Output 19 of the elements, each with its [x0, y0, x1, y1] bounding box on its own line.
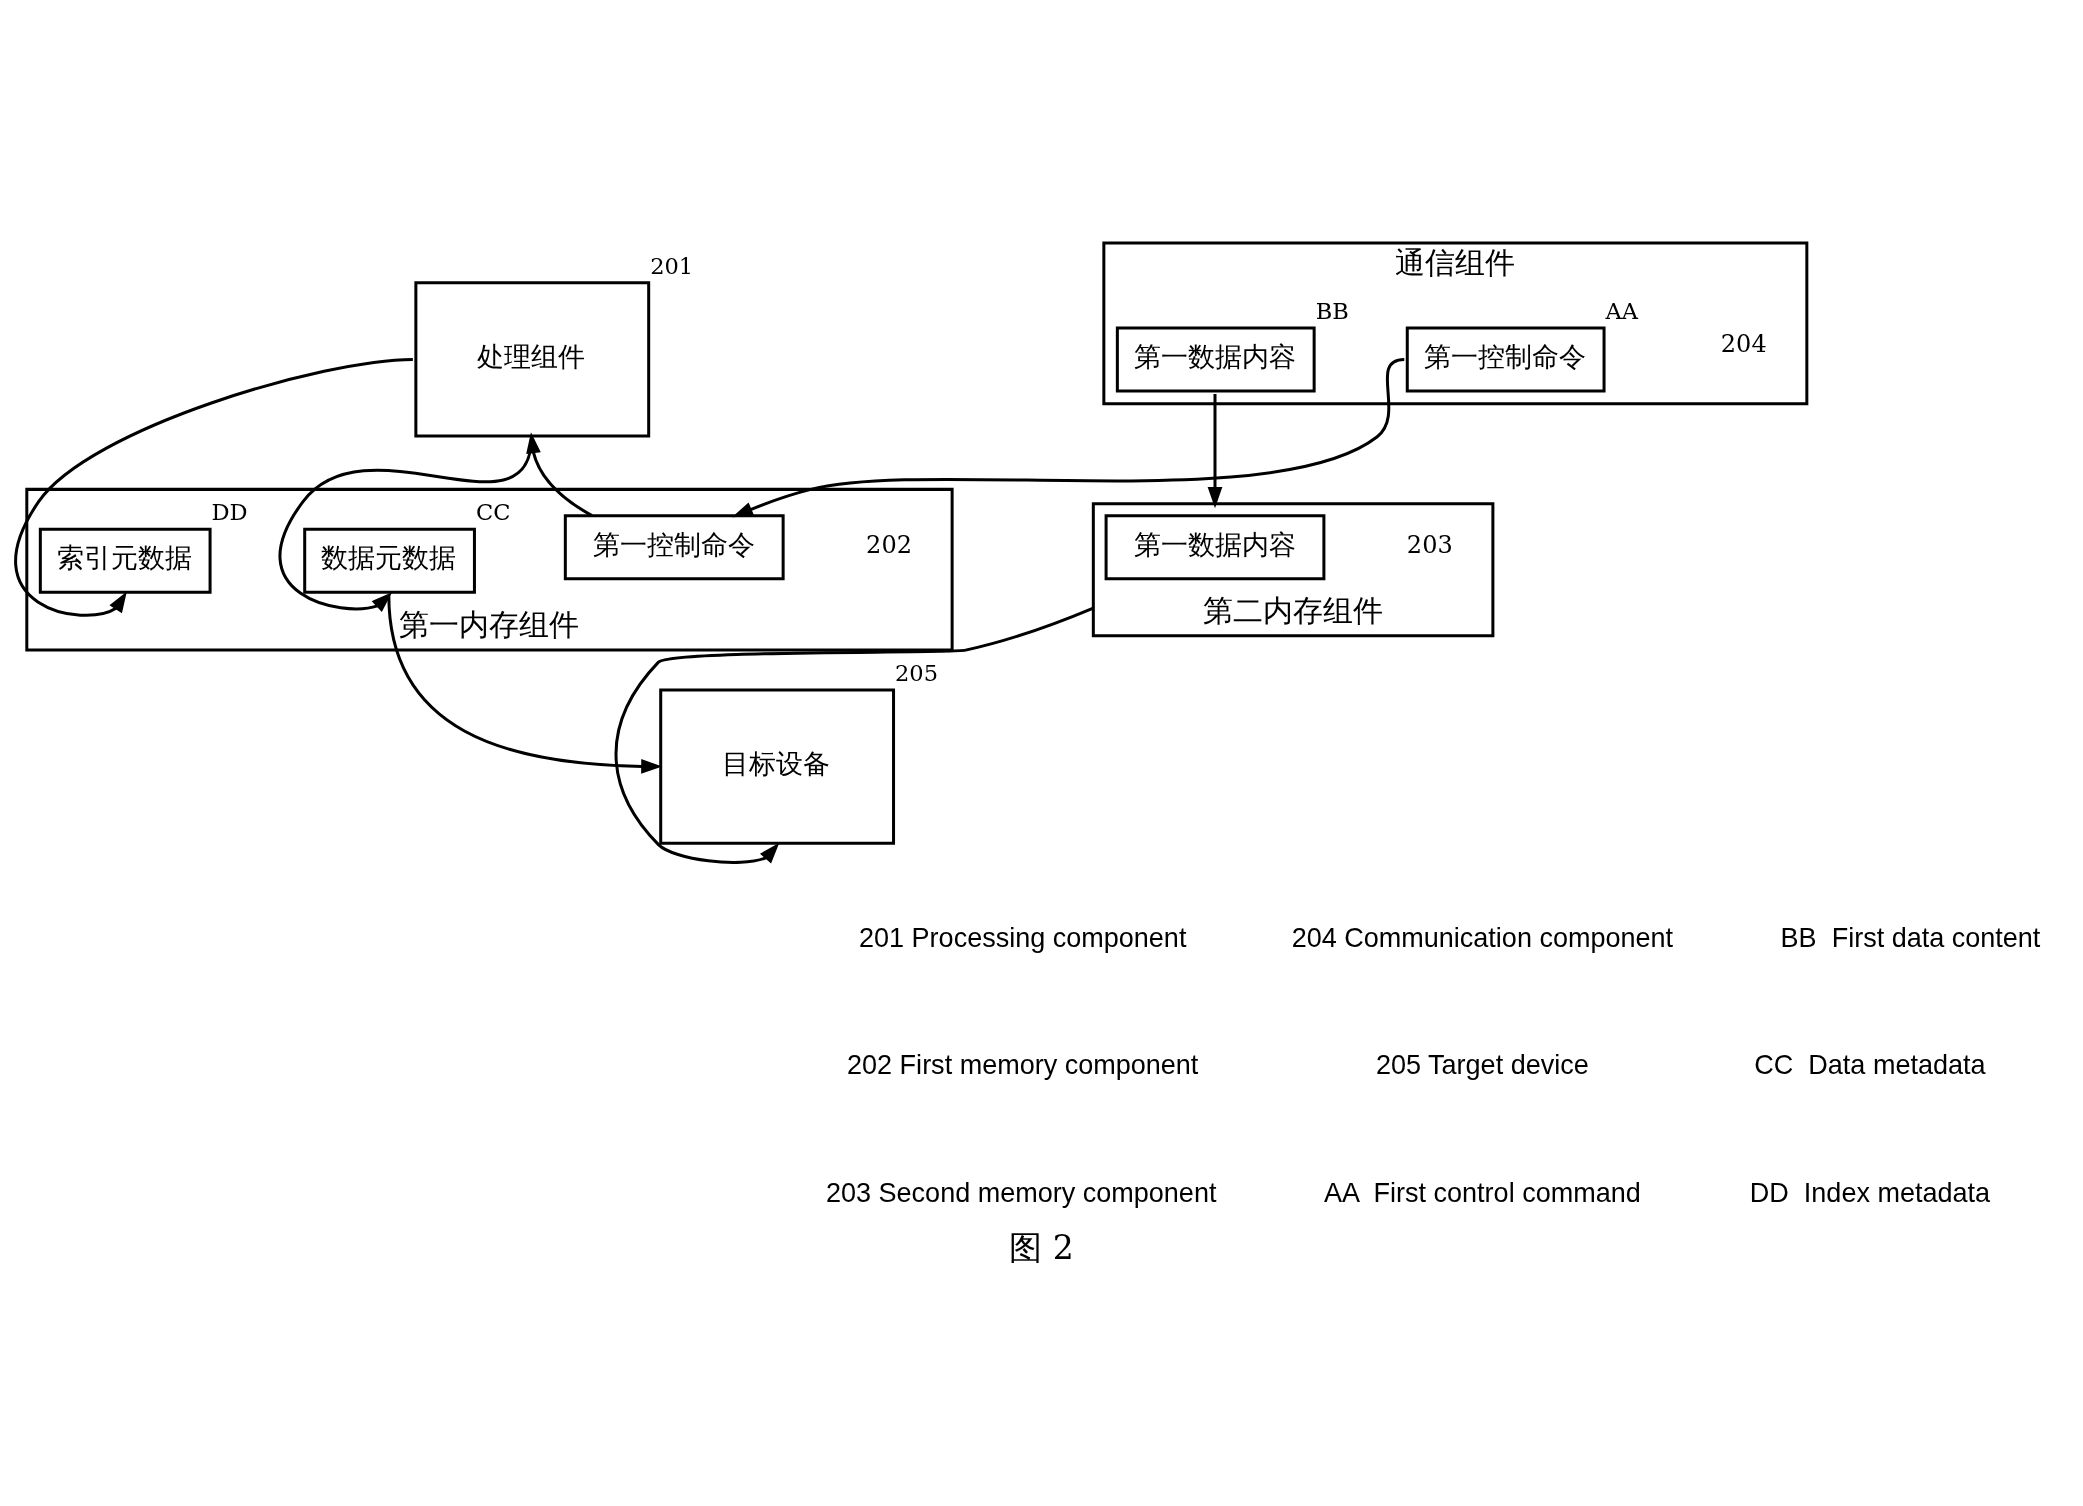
- node-label: CC: [475, 499, 511, 526]
- caption: 图 2: [1009, 1228, 1074, 1268]
- node-label: 202: [866, 530, 912, 559]
- node-label: 204: [1720, 329, 1767, 358]
- node-label: DD: [211, 499, 248, 526]
- label: 201 Processing component: [859, 922, 1187, 953]
- node-label: 201: [650, 252, 694, 279]
- label: BB First data content: [1780, 922, 2041, 953]
- label: 204 Communication component: [1291, 922, 1674, 953]
- label: AA First control command: [1323, 1177, 1641, 1208]
- node-label: AA: [1605, 297, 1639, 324]
- label: CC Data metadata: [1754, 1050, 1986, 1081]
- label: 205 Target device: [1375, 1050, 1589, 1081]
- label: 202 First memory component: [847, 1050, 1199, 1081]
- node-label: BB: [1315, 297, 1349, 324]
- node-label: 203: [1406, 530, 1453, 559]
- label: 203 Second memory component: [825, 1177, 1217, 1208]
- label: DD Index metadata: [1749, 1177, 1991, 1208]
- node-label: 205: [895, 659, 939, 686]
